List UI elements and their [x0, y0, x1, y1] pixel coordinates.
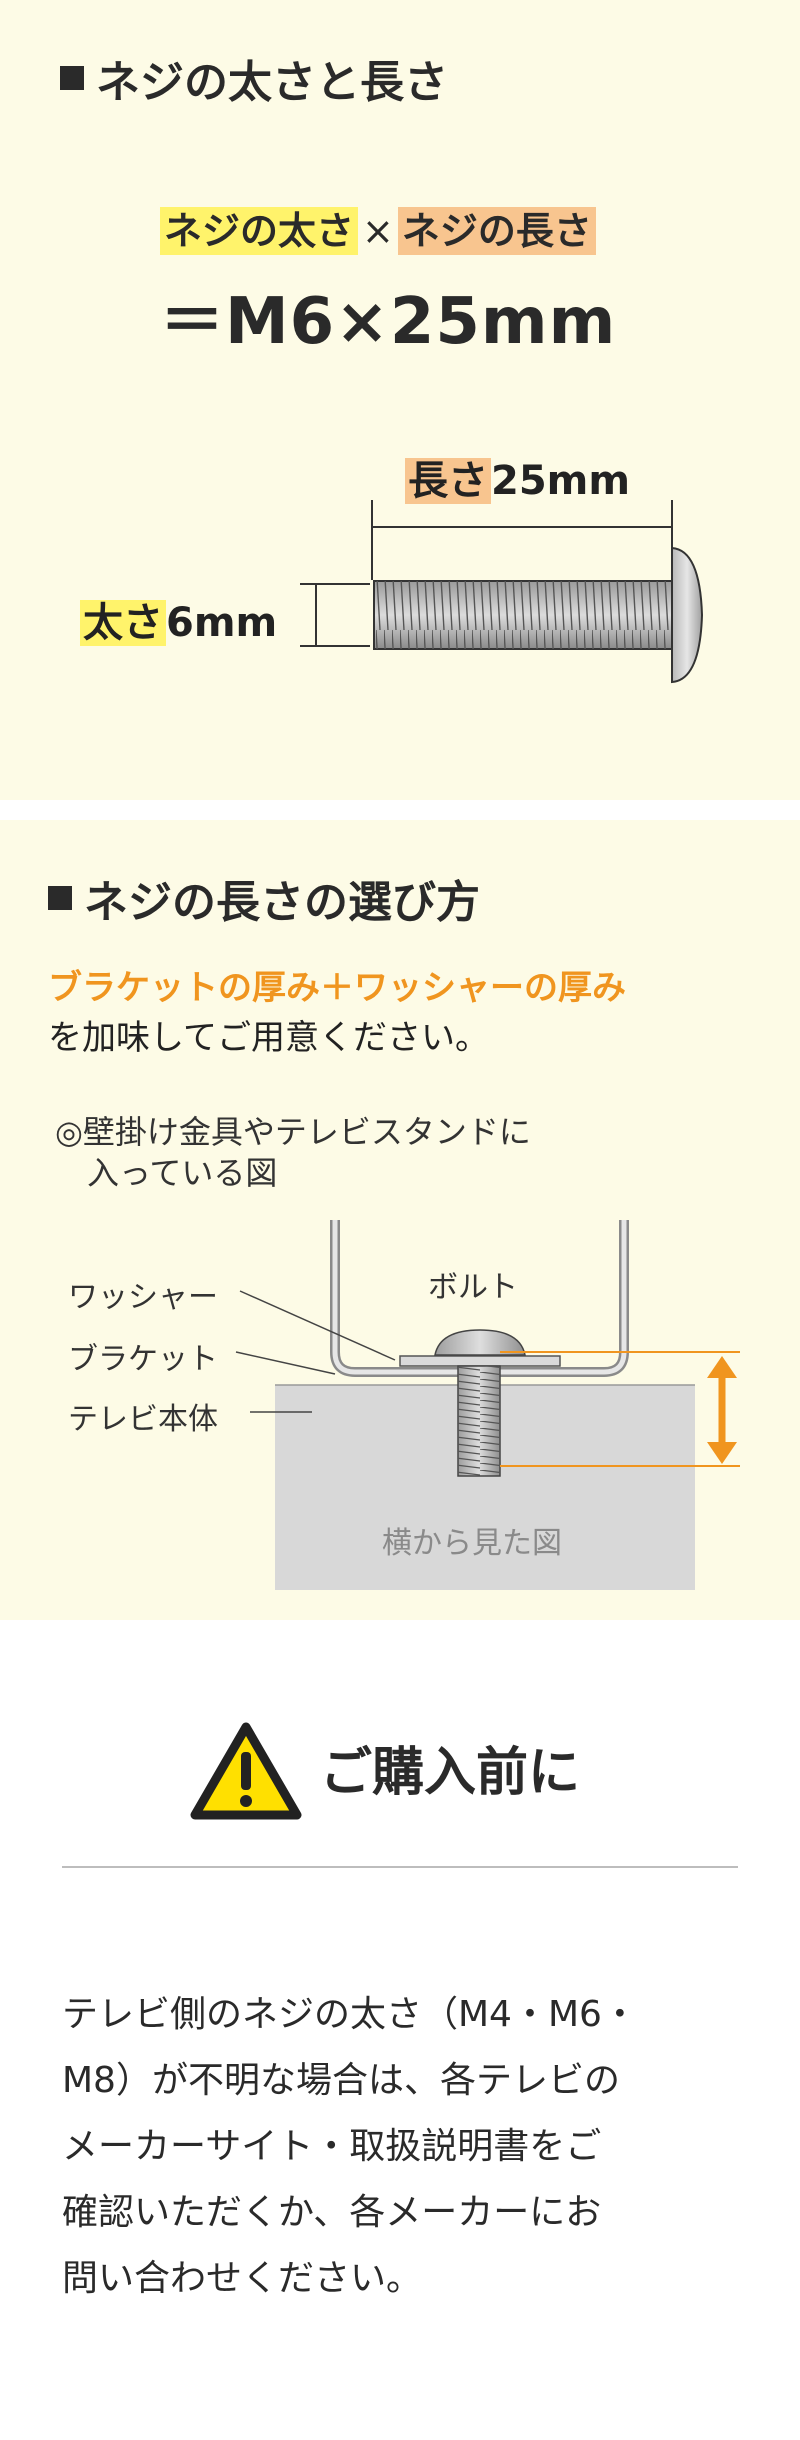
section-heading-screw-size: ネジの太さと長さ: [60, 46, 448, 110]
purchase-note: テレビ側のネジの太さ（M4・M6・ M8）が不明な場合は、各テレビの メーカーサ…: [62, 1994, 638, 2299]
tv-body-label: テレビ本体: [68, 1402, 218, 1437]
divider: [62, 1866, 738, 1868]
thickness-dimension-label: 太さ6mm: [80, 590, 277, 648]
screw-head: [671, 546, 704, 684]
thickness-label: ネジの太さ: [160, 207, 359, 255]
washer-label: ワッシャー: [68, 1280, 218, 1315]
arrow-down-icon: [707, 1442, 737, 1464]
length-dimension-label: 長さ25mm: [405, 448, 630, 506]
figure-caption: ◎壁掛け金具やテレビスタンドに 入っている図: [55, 1113, 531, 1192]
before-purchase-section: [0, 1620, 800, 2440]
side-view-label: 横から見た図: [382, 1526, 562, 1561]
section-heading-length-guide: ネジの長さの選び方: [48, 866, 480, 930]
formula-result: ＝M6×25mm: [160, 285, 617, 359]
screw-diagram: [300, 500, 704, 684]
arrow-up-icon: [707, 1356, 737, 1378]
bolt-head: [434, 1329, 526, 1356]
thickness-highlight-text: ブラケットの厚み＋ワッシャーの厚み: [48, 968, 626, 1008]
bracket-label: ブラケット: [68, 1342, 218, 1377]
square-bullet-icon: [48, 886, 72, 910]
square-bullet-icon: [60, 66, 84, 90]
times-sign: ×: [362, 209, 394, 253]
bolt-label: ボルト: [428, 1270, 518, 1305]
guide-body-text: を加味してご用意ください。: [48, 1018, 489, 1058]
formula-labels: ネジの太さ×ネジの長さ: [160, 200, 596, 255]
before-purchase-title: ご購入前に: [320, 1743, 581, 1803]
screw-size-section: ネジの太さと長さ ネジの太さ×ネジの長さ ＝M6×25mm 長さ25mm 太さ6…: [0, 0, 800, 800]
length-label: ネジの長さ: [397, 207, 596, 255]
warning-icon: [190, 1722, 302, 1820]
